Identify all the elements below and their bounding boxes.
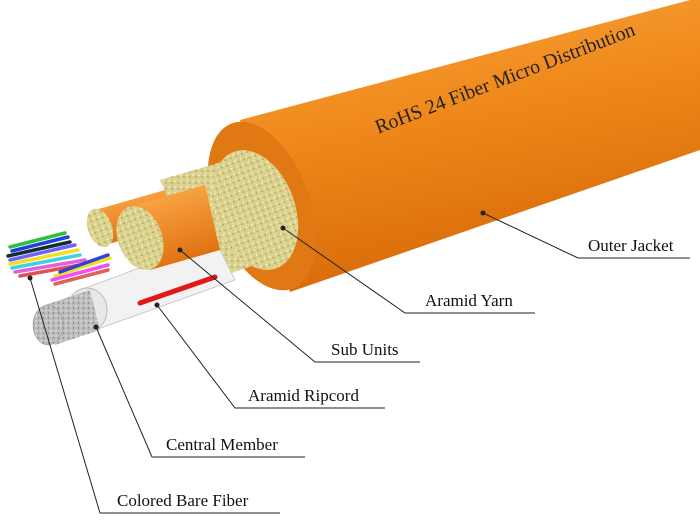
label-aramid-yarn: Aramid Yarn (425, 291, 513, 310)
colored-bare-fibers (6, 231, 112, 286)
central-member (32, 290, 100, 346)
label-central-member: Central Member (166, 435, 278, 454)
aramid-ripcord (137, 274, 218, 306)
label-aramid-ripcord: Aramid Ripcord (248, 386, 359, 405)
label-outer-jacket: Outer Jacket (588, 236, 674, 255)
sub-unit-front (116, 185, 220, 270)
leader-lines (29, 212, 690, 514)
leader-arrows (27, 210, 486, 330)
label-sub-units: Sub Units (331, 340, 399, 359)
label-colored-bare-fiber: Colored Bare Fiber (117, 491, 249, 510)
